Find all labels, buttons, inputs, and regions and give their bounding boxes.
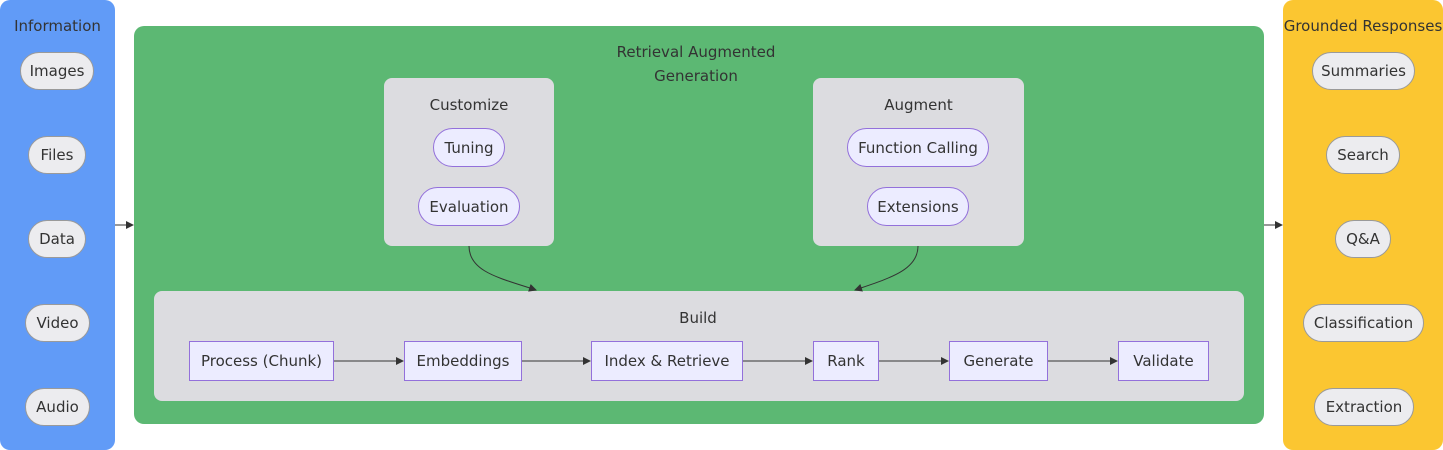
information-title: Information: [14, 17, 101, 35]
build-step-index-retrieve[interactable]: Index & Retrieve: [591, 341, 743, 381]
responses-title: Grounded Responses: [1283, 17, 1443, 35]
augment-item-function-calling[interactable]: Function Calling: [847, 128, 989, 167]
build-step-embeddings[interactable]: Embeddings: [404, 341, 522, 381]
information-item-data[interactable]: Data: [28, 220, 86, 258]
information-panel: Information Images Files Data Video Audi…: [0, 0, 115, 450]
information-item-video[interactable]: Video: [25, 304, 90, 342]
build-title: Build: [679, 309, 717, 327]
information-item-audio[interactable]: Audio: [25, 388, 90, 426]
build-step-validate[interactable]: Validate: [1118, 341, 1209, 381]
rag-title-line1: Retrieval Augmented: [616, 43, 776, 61]
information-item-files[interactable]: Files: [28, 136, 86, 174]
build-step-process-chunk[interactable]: Process (Chunk): [189, 341, 334, 381]
responses-item-classification[interactable]: Classification: [1303, 304, 1424, 342]
augment-title: Augment: [884, 96, 953, 114]
responses-item-extraction[interactable]: Extraction: [1314, 388, 1414, 426]
customize-title: Customize: [429, 96, 509, 114]
customize-item-evaluation[interactable]: Evaluation: [418, 187, 520, 226]
responses-item-qa[interactable]: Q&A: [1335, 220, 1391, 258]
customize-item-tuning[interactable]: Tuning: [433, 128, 505, 167]
responses-item-summaries[interactable]: Summaries: [1312, 52, 1415, 90]
rag-title-line2: Generation: [654, 67, 738, 85]
build-step-generate[interactable]: Generate: [949, 341, 1048, 381]
information-item-images[interactable]: Images: [20, 52, 94, 90]
build-step-rank[interactable]: Rank: [813, 341, 879, 381]
responses-item-search[interactable]: Search: [1326, 136, 1400, 174]
augment-item-extensions[interactable]: Extensions: [867, 187, 969, 226]
